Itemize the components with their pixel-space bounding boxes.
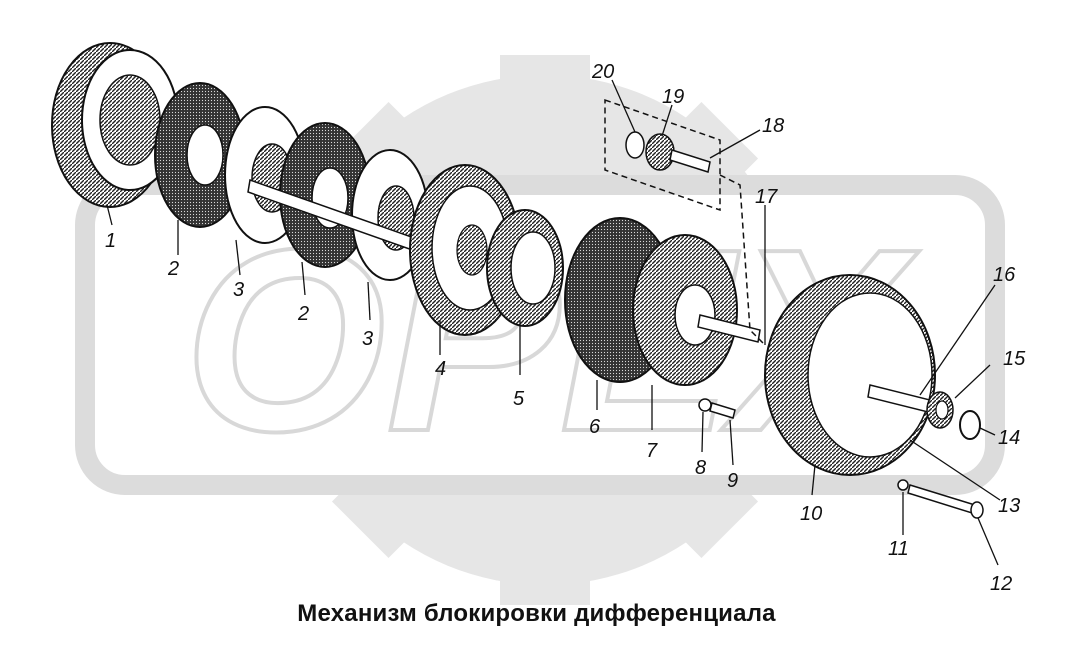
callout-11: 11: [888, 538, 909, 560]
callout-10: 10: [800, 503, 822, 525]
callouts: 1 2 3 2 3 4 5 6 7 8 9 10 11 12 13 14 15 …: [105, 61, 1026, 595]
callout-1: 1: [105, 230, 116, 252]
callout-16: 16: [993, 264, 1016, 286]
callout-20: 20: [591, 61, 614, 83]
callout-7: 7: [646, 440, 658, 462]
callout-12: 12: [990, 573, 1012, 595]
part-5-ring: [486, 209, 564, 327]
callout-14: 14: [998, 427, 1020, 449]
callout-9: 9: [727, 470, 738, 492]
detail-box: [604, 98, 766, 346]
callout-13: 13: [998, 495, 1020, 517]
callout-17: 17: [755, 186, 778, 208]
callout-2a: 2: [167, 258, 179, 280]
figure-caption: Механизм блокировки дифференциала: [297, 600, 776, 627]
part-14-snap-ring: [959, 410, 981, 440]
callout-15: 15: [1003, 348, 1026, 370]
part-7-hub: [632, 234, 761, 386]
callout-6: 6: [589, 416, 601, 438]
callout-5: 5: [513, 388, 525, 410]
part-15-seal: [926, 391, 954, 429]
part-8-9-bolt: [698, 398, 736, 419]
leader-lines: [106, 79, 1001, 566]
callout-18: 18: [762, 115, 784, 137]
callout-2b: 2: [297, 303, 309, 325]
part-10-cover: [764, 274, 936, 476]
callout-19: 19: [662, 86, 684, 108]
callout-4: 4: [435, 358, 446, 380]
callout-8: 8: [695, 457, 706, 479]
callout-3a: 3: [233, 279, 244, 301]
callout-3b: 3: [362, 328, 373, 350]
part-11-12-long-bolt: [897, 479, 984, 519]
